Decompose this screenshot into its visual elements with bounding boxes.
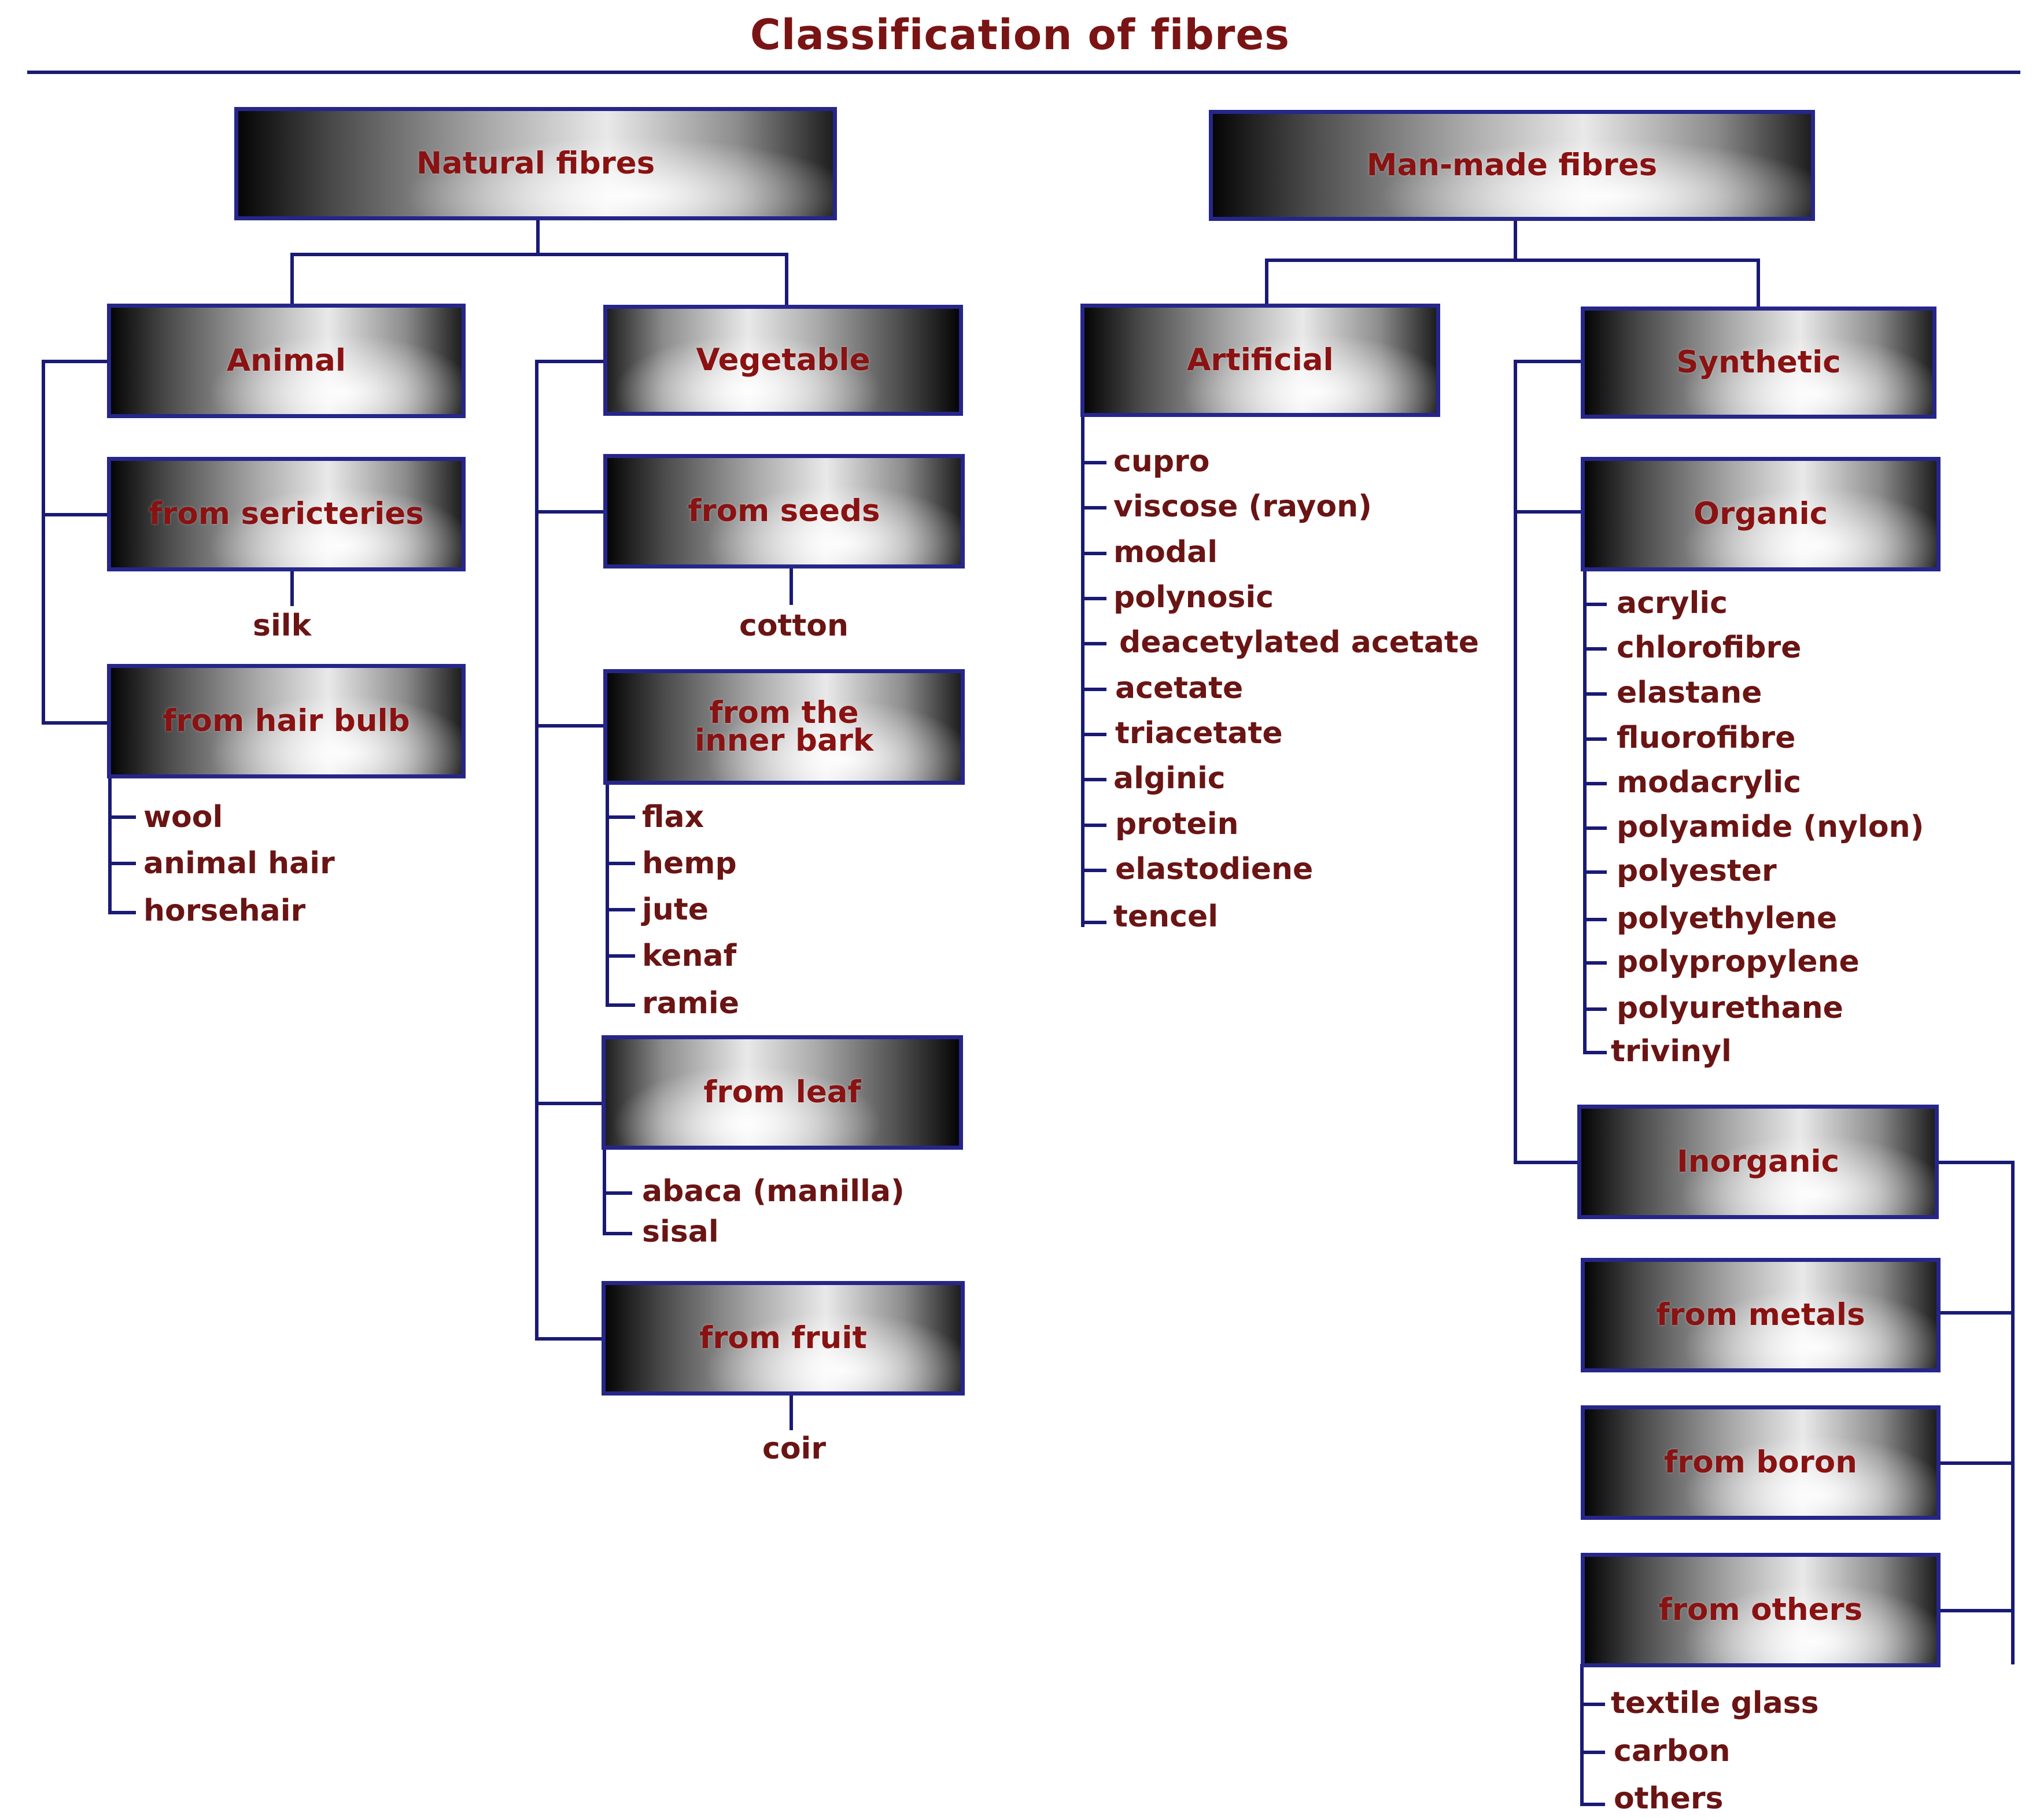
diagram-title: Classification of fibres <box>750 10 1290 59</box>
node-from-metals: from metals <box>1581 1258 1941 1372</box>
leaf-item: polyurethane <box>1617 991 1843 1025</box>
leaf-item: polyester <box>1617 854 1777 888</box>
leaf-item: hemp <box>642 846 737 881</box>
node-inorganic: Inorganic <box>1577 1105 1939 1219</box>
leaf-item: others <box>1614 1781 1724 1816</box>
leaf-item: protein <box>1115 807 1239 841</box>
leaf-item: fluorofibre <box>1617 721 1796 755</box>
leaf-item: polynosic <box>1113 580 1274 615</box>
leaf-item: abaca (manilla) <box>642 1174 905 1209</box>
leaf-item: textile glass <box>1611 1686 1819 1721</box>
node-from-inner-bark: from the inner bark <box>603 669 965 785</box>
node-from-fruit: from fruit <box>602 1281 965 1396</box>
node-vegetable: Vegetable <box>603 305 963 416</box>
node-natural-fibres: Natural fibres <box>234 107 837 220</box>
leaf-item: flax <box>642 800 704 835</box>
leaf-item: deacetylated acetate <box>1119 625 1480 660</box>
leaf-item: modal <box>1113 535 1218 570</box>
leaf-item: cotton <box>739 608 849 643</box>
leaf-item: triacetate <box>1115 716 1283 751</box>
leaf-item: acrylic <box>1617 586 1728 621</box>
node-from-sericteries: from sericteries <box>107 457 466 571</box>
leaf-item: elastane <box>1617 675 1762 710</box>
leaf-item: trivinyl <box>1611 1034 1732 1069</box>
leaf-item: tencel <box>1113 899 1219 934</box>
leaf-item: ramie <box>642 986 740 1021</box>
leaf-item: polyethylene <box>1617 901 1838 936</box>
node-animal: Animal <box>107 304 466 418</box>
node-from-boron: from boron <box>1581 1405 1941 1520</box>
node-from-hair-bulb: from hair bulb <box>107 664 466 778</box>
leaf-item: elastodiene <box>1115 852 1314 887</box>
leaf-item: coir <box>762 1431 827 1466</box>
leaf-item: silk <box>253 608 312 643</box>
leaf-item: cupro <box>1113 444 1210 479</box>
leaf-item: modacrylic <box>1617 765 1802 800</box>
leaf-item: sisal <box>642 1214 719 1249</box>
leaf-item: polypropylene <box>1617 944 1860 979</box>
node-from-others: from others <box>1581 1553 1941 1667</box>
leaf-item: acetate <box>1115 671 1244 706</box>
node-from-leaf: from leaf <box>602 1035 963 1150</box>
node-organic: Organic <box>1581 457 1941 571</box>
leaf-item: animal hair <box>143 846 335 881</box>
node-man-made-fibres: Man-made fibres <box>1209 110 1815 221</box>
leaf-item: alginic <box>1113 761 1226 796</box>
leaf-item: carbon <box>1614 1734 1731 1769</box>
leaf-item: polyamide (nylon) <box>1617 810 1924 844</box>
leaf-item: kenaf <box>642 939 737 973</box>
leaf-item: wool <box>143 800 223 835</box>
leaf-item: chlorofibre <box>1617 630 1802 665</box>
leaf-item: jute <box>642 892 709 927</box>
node-from-seeds: from seeds <box>603 454 965 568</box>
leaf-item: horsehair <box>143 894 306 928</box>
leaf-item: viscose (rayon) <box>1113 489 1372 524</box>
node-synthetic: Synthetic <box>1581 307 1936 419</box>
node-artificial: Artificial <box>1080 304 1440 417</box>
